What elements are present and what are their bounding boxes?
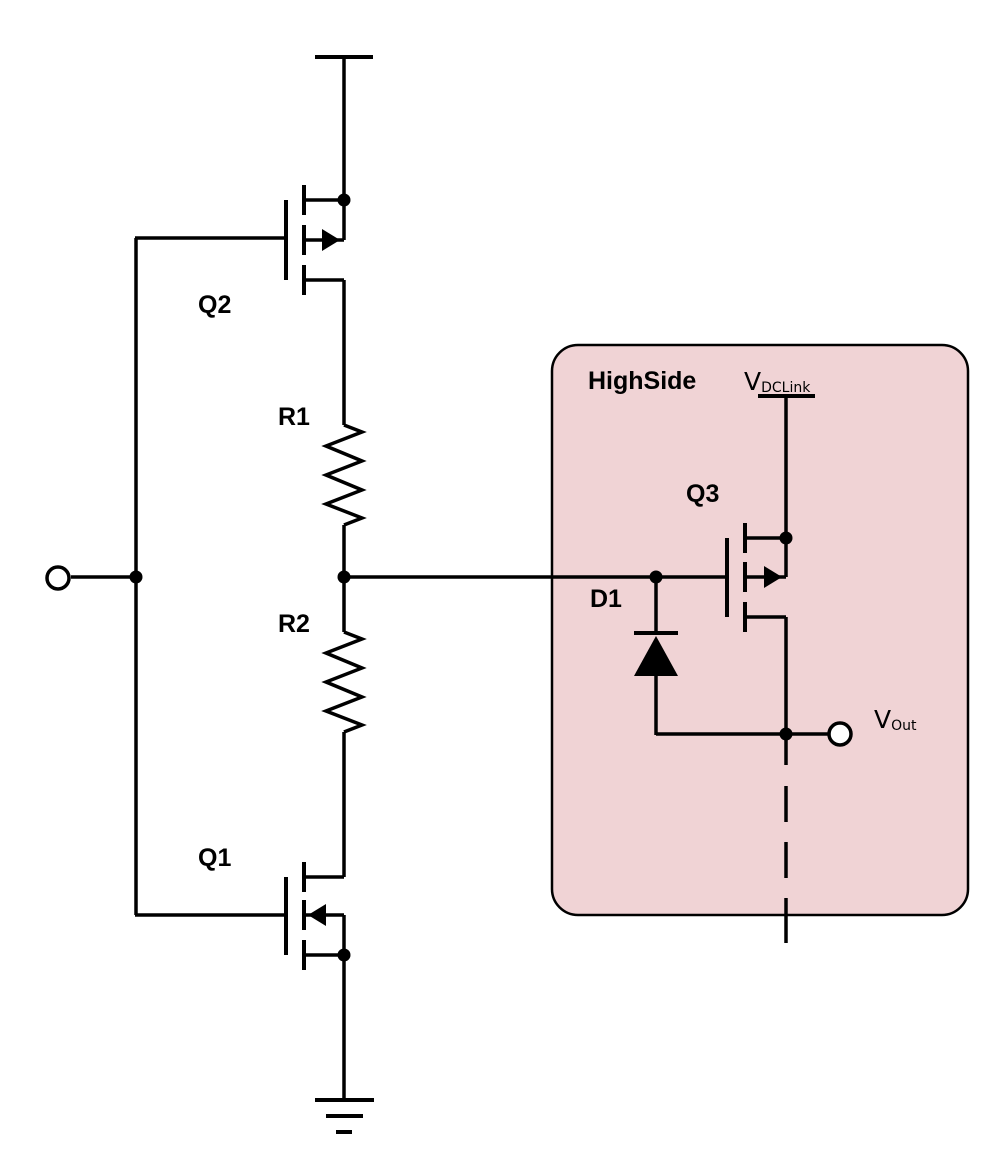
d1-label: D1 — [590, 585, 622, 613]
vdclink-label: VDCLink — [744, 367, 811, 396]
q1-transistor — [284, 862, 351, 970]
vdclink-sub: DCLink — [761, 380, 811, 396]
vout-sub: Out — [891, 718, 917, 734]
vout-terminal[interactable] — [827, 721, 853, 747]
input-gate-rail — [71, 236, 285, 917]
d1-diode — [634, 577, 786, 736]
highside-title: HighSide — [588, 367, 696, 395]
supply-rail — [315, 55, 373, 200]
vout-main: V — [874, 705, 891, 734]
r1-label: R1 — [278, 403, 310, 431]
q2-transistor — [284, 185, 351, 295]
input-terminal[interactable] — [45, 565, 71, 591]
highside-rails — [758, 394, 828, 943]
r1-resistor — [321, 423, 367, 527]
vout-label: VOut — [874, 705, 917, 734]
junction-dot — [129, 570, 143, 584]
q1-label: Q1 — [198, 844, 231, 872]
r2-resistor — [321, 630, 367, 734]
highside-block — [550, 343, 970, 917]
r2-label: R2 — [278, 610, 310, 638]
q3-label: Q3 — [686, 480, 719, 508]
q2-label: Q2 — [198, 291, 231, 319]
ground-symbol — [315, 955, 374, 1134]
vdclink-main: V — [744, 367, 761, 396]
q3-transistor — [725, 523, 793, 632]
